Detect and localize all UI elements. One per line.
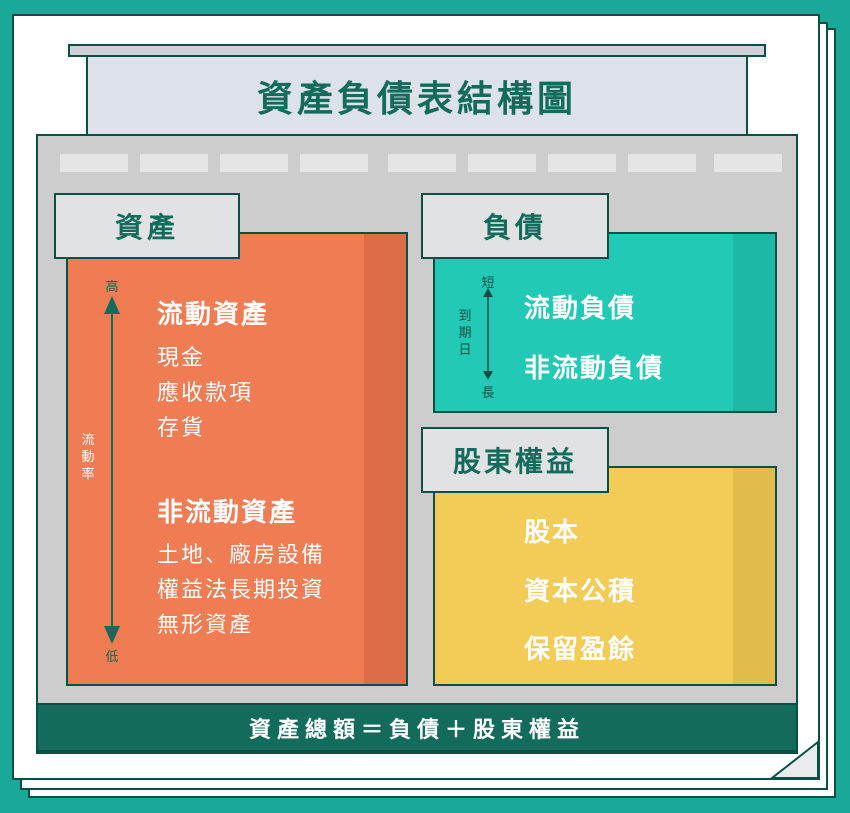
maturity-label: 到期日 [458,309,472,358]
header-slot [714,154,782,172]
noncurrent-asset-item: 權益法長期投資 [157,578,326,603]
liabilities-tab-label: 負債 [482,211,547,244]
liabilities-tab: 負債 [421,193,609,259]
noncurrent-asset-item: 土地、廠房設備 [157,543,326,568]
liabilities-panel [433,232,777,413]
liability-item: 流動負債 [524,294,637,324]
header-slot [60,154,128,172]
equity-item: 資本公積 [524,577,637,607]
title-banner: 資產負債表結構圖 [86,55,748,137]
header-slot [628,154,696,172]
header-slot [388,154,456,172]
liquidity-high-label: 高 [105,280,119,295]
assets-tab-label: 資產 [114,211,179,244]
header-slot [468,154,536,172]
header-slot [300,154,368,172]
equity-panel [433,466,777,686]
liquidity-arrow [104,296,120,644]
liquidity-rate-label: 流動率 [81,433,95,482]
equity-item: 股本 [524,518,581,548]
header-slot [548,154,616,172]
current-asset-item: 存貨 [157,416,206,441]
current-asset-item: 現金 [157,346,206,371]
assets-panel [66,232,408,686]
page-title: 資產負債表結構圖 [256,79,577,120]
assets-tab: 資產 [54,193,240,259]
equity-tab: 股東權益 [421,427,609,493]
equation-footer: 資產總額＝負債＋股東權益 [36,703,798,752]
noncurrent-asset-item: 無形資產 [157,613,254,638]
header-slot [220,154,288,172]
maturity-arrow [483,288,493,380]
accounting-equation: 資產總額＝負債＋股東權益 [248,717,585,743]
page-curl [769,740,819,779]
header-slot [140,154,208,172]
maturity-long-label: 長 [481,386,495,401]
liquidity-low-label: 低 [105,650,119,665]
equity-tab-label: 股東權益 [452,445,577,478]
maturity-short-label: 短 [481,276,495,291]
current-assets-heading: 流動資產 [157,300,270,330]
equity-item: 保留盈餘 [524,635,637,665]
liability-item: 非流動負債 [524,354,665,384]
noncurrent-assets-heading: 非流動資產 [157,498,298,528]
current-asset-item: 應收款項 [157,381,254,406]
